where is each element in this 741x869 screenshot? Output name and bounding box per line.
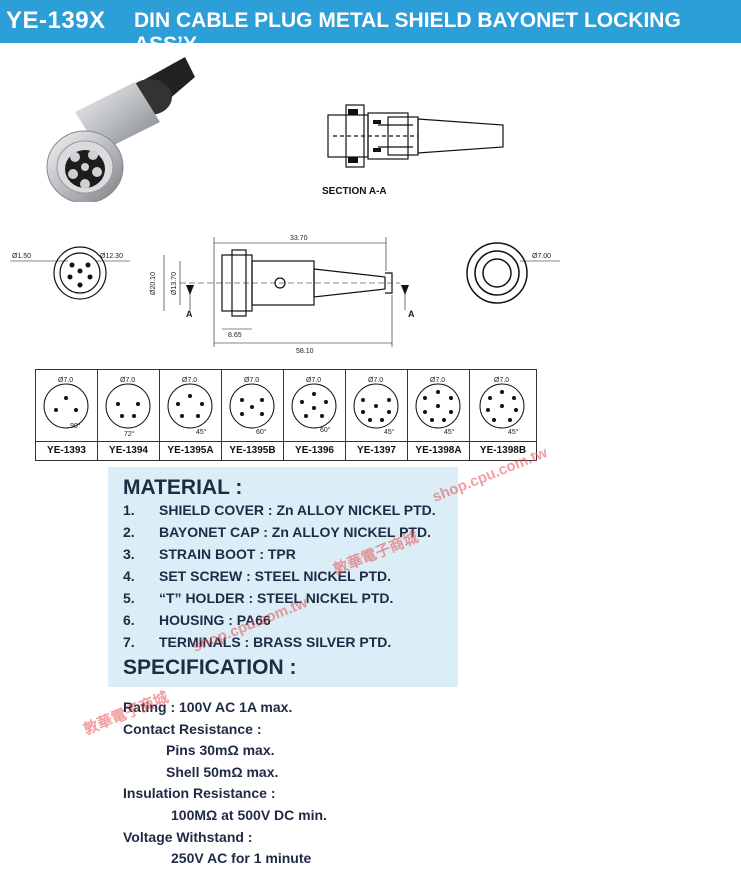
pinout-label: YE-1394 — [98, 441, 159, 460]
model-number: YE-139X — [6, 7, 106, 34]
pinout-label: YE-1398A — [408, 441, 469, 460]
svg-text:45°: 45° — [196, 428, 207, 436]
section-a-left: A — [186, 309, 193, 319]
pinout-cell: Ø7.0 60° YE-1395B — [221, 369, 284, 461]
material-title: MATERIAL : — [123, 476, 243, 499]
svg-text:45°: 45° — [444, 428, 455, 436]
spec-insulation-value: 100MΩ at 500V DC min. — [171, 807, 327, 823]
svg-text:Ø7.0: Ø7.0 — [58, 377, 73, 384]
svg-text:90°: 90° — [70, 422, 81, 430]
section-label: SECTION A-A — [322, 186, 387, 197]
spec-shell: Shell 50mΩ max. — [166, 764, 279, 780]
list-item: 2.BAYONET CAP : Zn ALLOY NICKEL PTD. — [123, 524, 431, 540]
pinout-label: YE-1396 — [284, 441, 345, 460]
material-panel — [108, 467, 458, 687]
svg-text:Ø7.0: Ø7.0 — [306, 377, 321, 384]
pinout-label: YE-1393 — [36, 441, 97, 460]
svg-text:Ø7.0: Ø7.0 — [430, 377, 445, 384]
spec-insulation: Insulation Resistance : — [123, 785, 276, 801]
dimension-drawing: Ø1.50 Ø12.30 33.70 Ø20.10 Ø13.70 8.65 58… — [10, 235, 560, 355]
pinout-table: Ø7.0 90° YE-1393 Ø7.0 72° YE-1394 Ø7.0 45° … — [35, 369, 537, 461]
product-title: DIN CABLE PLUG METAL SHIELD BAYONET LOCK… — [134, 9, 681, 56]
spec-voltage: Voltage Withstand : — [123, 829, 253, 845]
title-bar: YE-139X DIN CABLE PLUG METAL SHIELD BAYO… — [0, 0, 741, 56]
spec-pins: Pins 30mΩ max. — [166, 742, 275, 758]
svg-text:45°: 45° — [508, 428, 519, 436]
dim-dia-mid: Ø13.70 — [171, 272, 178, 295]
pinout-label: YE-1395B — [222, 441, 283, 460]
spec-contact: Contact Resistance : — [123, 721, 262, 737]
list-item: 7.TERMINALS : BRASS SILVER PTD. — [123, 634, 392, 650]
svg-text:60°: 60° — [320, 426, 331, 434]
section-a-right: A — [408, 309, 415, 319]
dim-body-dia: Ø12.30 — [100, 253, 123, 260]
svg-text:60°: 60° — [256, 428, 267, 436]
dim-length-top: 33.70 — [290, 235, 308, 242]
pinout-cell: Ø7.0 90° YE-1393 — [35, 369, 98, 461]
spec-voltage-value: 250V AC for 1 minute — [171, 850, 312, 866]
section-drawing — [327, 104, 504, 168]
pinout-cell: Ø7.0 45° YE-1398B — [469, 369, 537, 461]
dim-len-total: 58.10 — [296, 348, 314, 355]
list-item: 1.SHIELD COVER : Zn ALLOY NICKEL PTD. — [123, 502, 436, 518]
dim-cable-dia: Ø7.00 — [532, 253, 551, 260]
product-photo — [46, 57, 195, 202]
pinout-cell: Ø7.0 72° YE-1394 — [97, 369, 160, 461]
pinout-cell: Ø7.0 60° YE-1396 — [283, 369, 346, 461]
dim-dia-big: Ø20.10 — [150, 272, 157, 295]
spec-title: SPECIFICATION : — [123, 656, 297, 679]
svg-text:Ø7.0: Ø7.0 — [244, 377, 259, 384]
svg-text:Ø7.0: Ø7.0 — [120, 377, 135, 384]
pinout-cell: Ø7.0 45° YE-1398A — [407, 369, 470, 461]
svg-text:72°: 72° — [124, 430, 135, 438]
list-item: 6.HOUSING : PA66 — [123, 612, 271, 628]
pinout-label: YE-1397 — [346, 441, 407, 460]
dim-pin-dia: Ø1.50 — [12, 253, 31, 260]
svg-text:Ø7.0: Ø7.0 — [182, 377, 197, 384]
list-item: 4.SET SCREW : STEEL NICKEL PTD. — [123, 568, 392, 584]
pinout-label: YE-1395A — [160, 441, 221, 460]
svg-text:45°: 45° — [384, 428, 395, 436]
list-item: 3.STRAIN BOOT : TPR — [123, 546, 296, 562]
material-list: 1.SHIELD COVER : Zn ALLOY NICKEL PTD. 2.… — [123, 502, 436, 656]
svg-text:Ø7.0: Ø7.0 — [494, 377, 509, 384]
list-item: 5.“T” HOLDER : STEEL NICKEL PTD. — [123, 590, 394, 606]
pinout-label: YE-1398B — [470, 441, 536, 460]
svg-text:Ø7.0: Ø7.0 — [368, 377, 383, 384]
spec-rating: Rating : 100V AC 1A max. — [123, 699, 293, 715]
dim-len-small: 8.65 — [228, 332, 242, 339]
pinout-cell: Ø7.0 45° YE-1397 — [345, 369, 408, 461]
pinout-cell: Ø7.0 45° YE-1395A — [159, 369, 222, 461]
